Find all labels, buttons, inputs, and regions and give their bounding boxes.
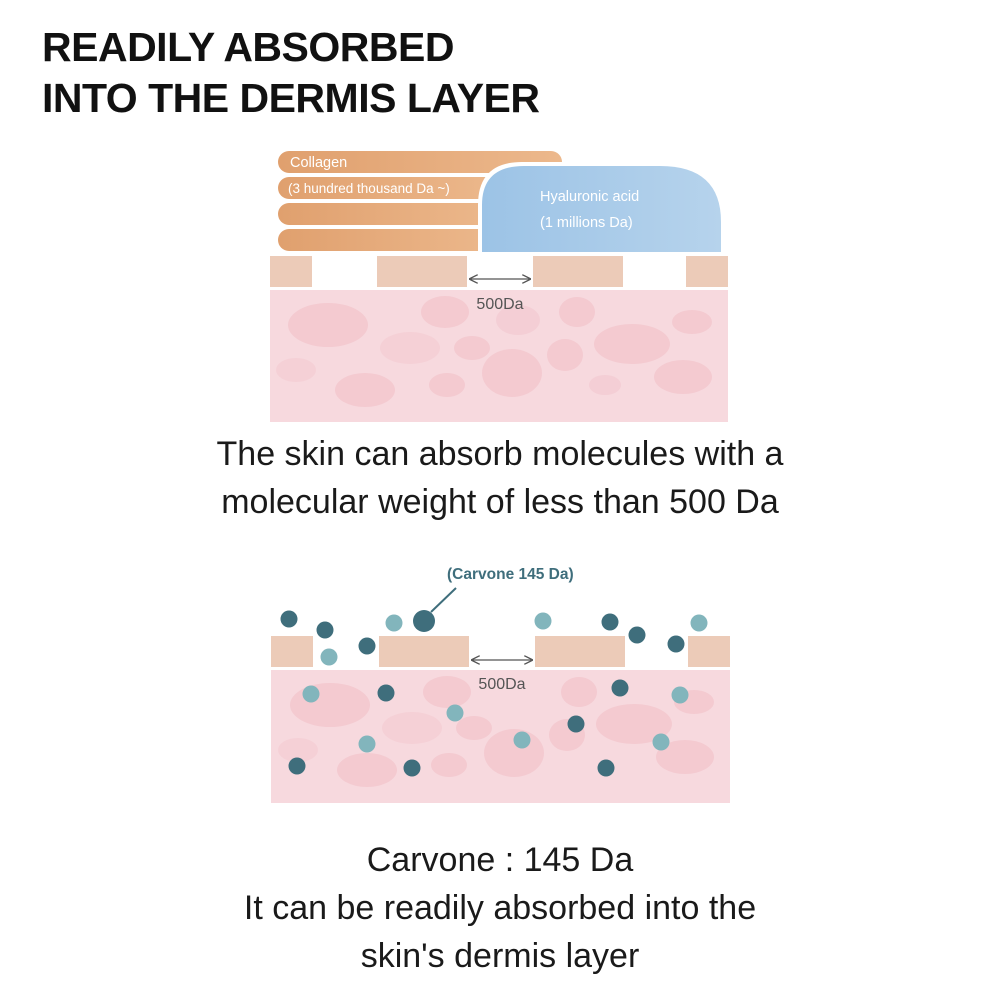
- molecule-dark: [567, 715, 585, 733]
- dermis-cell: [547, 339, 583, 371]
- caption-line: Carvone : 145 Da: [366, 841, 634, 879]
- carvone-molecules: [280, 610, 708, 777]
- dermis-cell: [337, 753, 397, 787]
- caption-line: skin's dermis layer: [360, 937, 640, 975]
- dermis-cell: [656, 740, 714, 774]
- collagen-bar: [278, 151, 562, 173]
- dermis-cell: [421, 296, 469, 328]
- molecule-dark: [601, 613, 619, 631]
- bottom-diagram: 500Da: [271, 566, 730, 803]
- dermis-cell: [423, 676, 471, 708]
- title-line-2: INTO THE DERMIS LAYER: [42, 75, 540, 121]
- molecule-dark: [611, 679, 629, 697]
- molecule-light: [358, 735, 376, 753]
- skin-cell-block: [270, 256, 312, 287]
- carvone-callout-label: (Carvone 145 Da): [447, 566, 574, 583]
- molecule-light: [652, 733, 670, 751]
- molecule-light: [690, 614, 708, 632]
- dermis-cell: [276, 358, 316, 382]
- dermis-cell: [335, 373, 395, 407]
- gap-label: 500Da: [478, 676, 525, 693]
- caption-line: It can be readily absorbed into the: [243, 889, 757, 927]
- molecule-light: [534, 612, 552, 630]
- dermis-cell: [382, 712, 442, 744]
- molecule-dark: [358, 637, 376, 655]
- collagen-molecule: Collagen (3 hundred thousand Da ~): [278, 151, 562, 251]
- molecule-dark: [316, 621, 334, 639]
- caption-absorption-limit: The skin can absorb molecules with a mol…: [0, 430, 1000, 526]
- callout-line: [430, 587, 457, 613]
- collagen-bar: [278, 229, 498, 251]
- collagen-bar: [278, 203, 498, 225]
- skin-surface: [271, 636, 730, 667]
- dermis-cell: [290, 683, 370, 727]
- dermis-cell: [431, 753, 467, 777]
- hyaluronic-weight-label: (1 millions Da): [540, 215, 633, 231]
- molecule-light: [320, 648, 338, 666]
- skin-cell-block: [688, 636, 730, 667]
- hyaluronic-label: Hyaluronic acid: [540, 189, 639, 205]
- molecule-light: [385, 614, 403, 632]
- collagen-bar: [278, 177, 498, 199]
- molecule-dark: [667, 635, 685, 653]
- caption-line: molecular weight of less than 500 Da: [221, 483, 779, 521]
- dermis-cell: [456, 716, 492, 740]
- dermis-cell: [594, 324, 670, 364]
- caption-carvone: Carvone : 145 Da It can be readily absor…: [0, 836, 1000, 980]
- skin-cell-block: [377, 256, 467, 287]
- top-diagram: Collagen (3 hundred thousand Da ~) Hyalu…: [270, 151, 728, 422]
- title-line-1: READILY ABSORBED: [42, 24, 454, 70]
- gap-label: 500Da: [476, 296, 523, 313]
- dermis-cell: [496, 305, 540, 335]
- skin-cell-block: [379, 636, 469, 667]
- molecule-light: [446, 704, 464, 722]
- dermis-cell: [559, 297, 595, 327]
- collagen-label: Collagen: [290, 155, 347, 171]
- dermis-cell: [288, 303, 368, 347]
- collagen-weight-label: (3 hundred thousand Da ~): [288, 181, 450, 196]
- molecule-dark: [597, 759, 615, 777]
- dermis-cell: [380, 332, 440, 364]
- molecule-light: [671, 686, 689, 704]
- skin-surface: [270, 256, 728, 287]
- molecule-dark: [628, 626, 646, 644]
- dermis-cell: [484, 729, 544, 777]
- carvone-highlight-molecule: [413, 610, 435, 632]
- dermis-layer: [270, 290, 728, 422]
- hyaluronic-acid-molecule: Hyaluronic acid (1 millions Da): [478, 162, 724, 252]
- dermis-cell: [429, 373, 465, 397]
- dermis-cell: [596, 704, 672, 744]
- molecule-light: [513, 731, 531, 749]
- molecule-light: [302, 685, 320, 703]
- molecule-dark: [403, 759, 421, 777]
- molecule-dark: [288, 757, 306, 775]
- dermis-cell: [454, 336, 490, 360]
- molecule-dark: [377, 684, 395, 702]
- dermis-cell: [654, 360, 712, 394]
- dermis-cell: [589, 375, 621, 395]
- dermis-layer: [271, 670, 730, 803]
- dermis-cell: [278, 738, 318, 762]
- dermis-cell: [672, 310, 712, 334]
- skin-cell-block: [535, 636, 625, 667]
- skin-cell-block: [533, 256, 623, 287]
- dermis-cell: [561, 677, 597, 707]
- dermis-cell: [482, 349, 542, 397]
- skin-cell-block: [686, 256, 728, 287]
- caption-line: The skin can absorb molecules with a: [216, 435, 784, 473]
- molecule-dark: [280, 610, 298, 628]
- page-title: READILY ABSORBED INTO THE DERMIS LAYER: [42, 22, 540, 124]
- skin-cell-block: [271, 636, 313, 667]
